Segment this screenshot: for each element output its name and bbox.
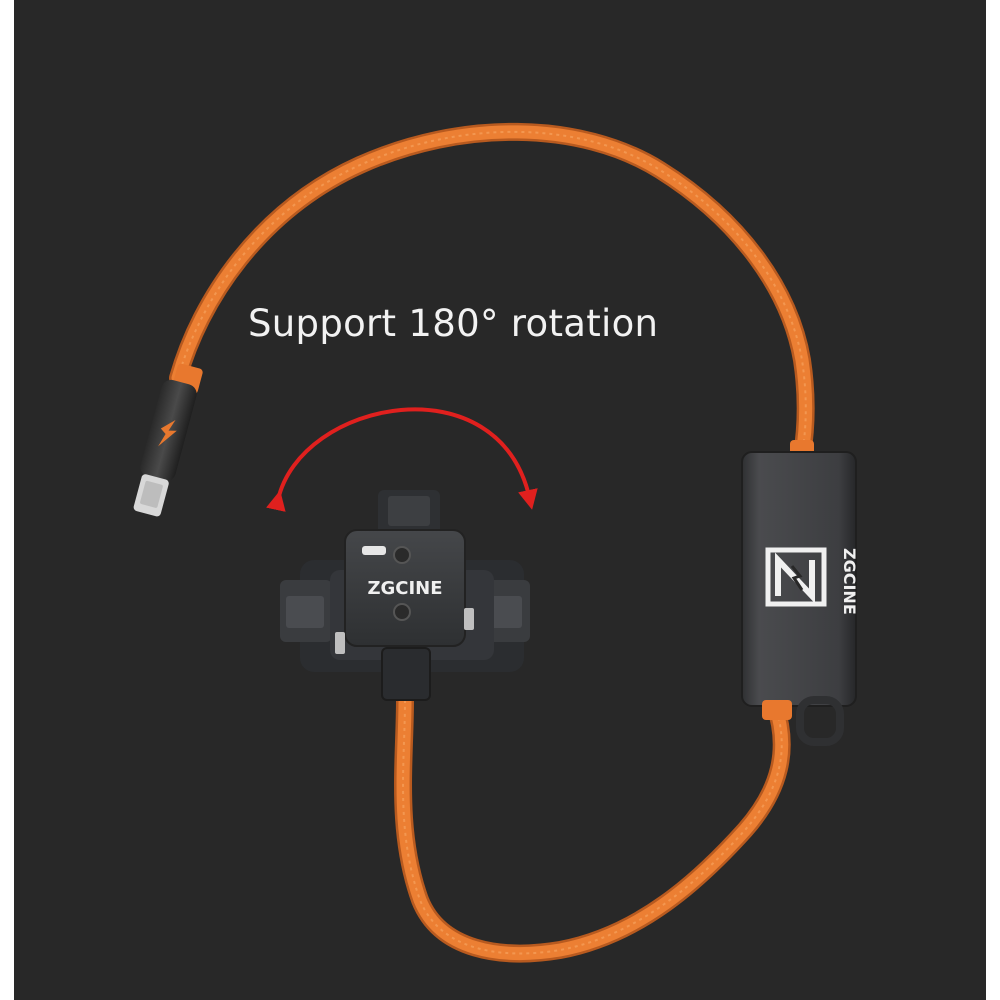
rotation-arrow-icon: [266, 407, 538, 512]
box-brand-label: ZGCINE: [840, 548, 859, 615]
power-box: [741, 440, 857, 746]
rotation-caption: Support 180° rotation: [248, 302, 659, 345]
plate-adapter: [280, 490, 530, 701]
usb-c-plug-icon: [133, 363, 203, 517]
zgcine-logo-icon: [765, 547, 827, 607]
hub-brand-label: ZGCINE: [367, 578, 442, 599]
cable-bottom: [394, 691, 791, 963]
cable-top: [169, 122, 815, 464]
